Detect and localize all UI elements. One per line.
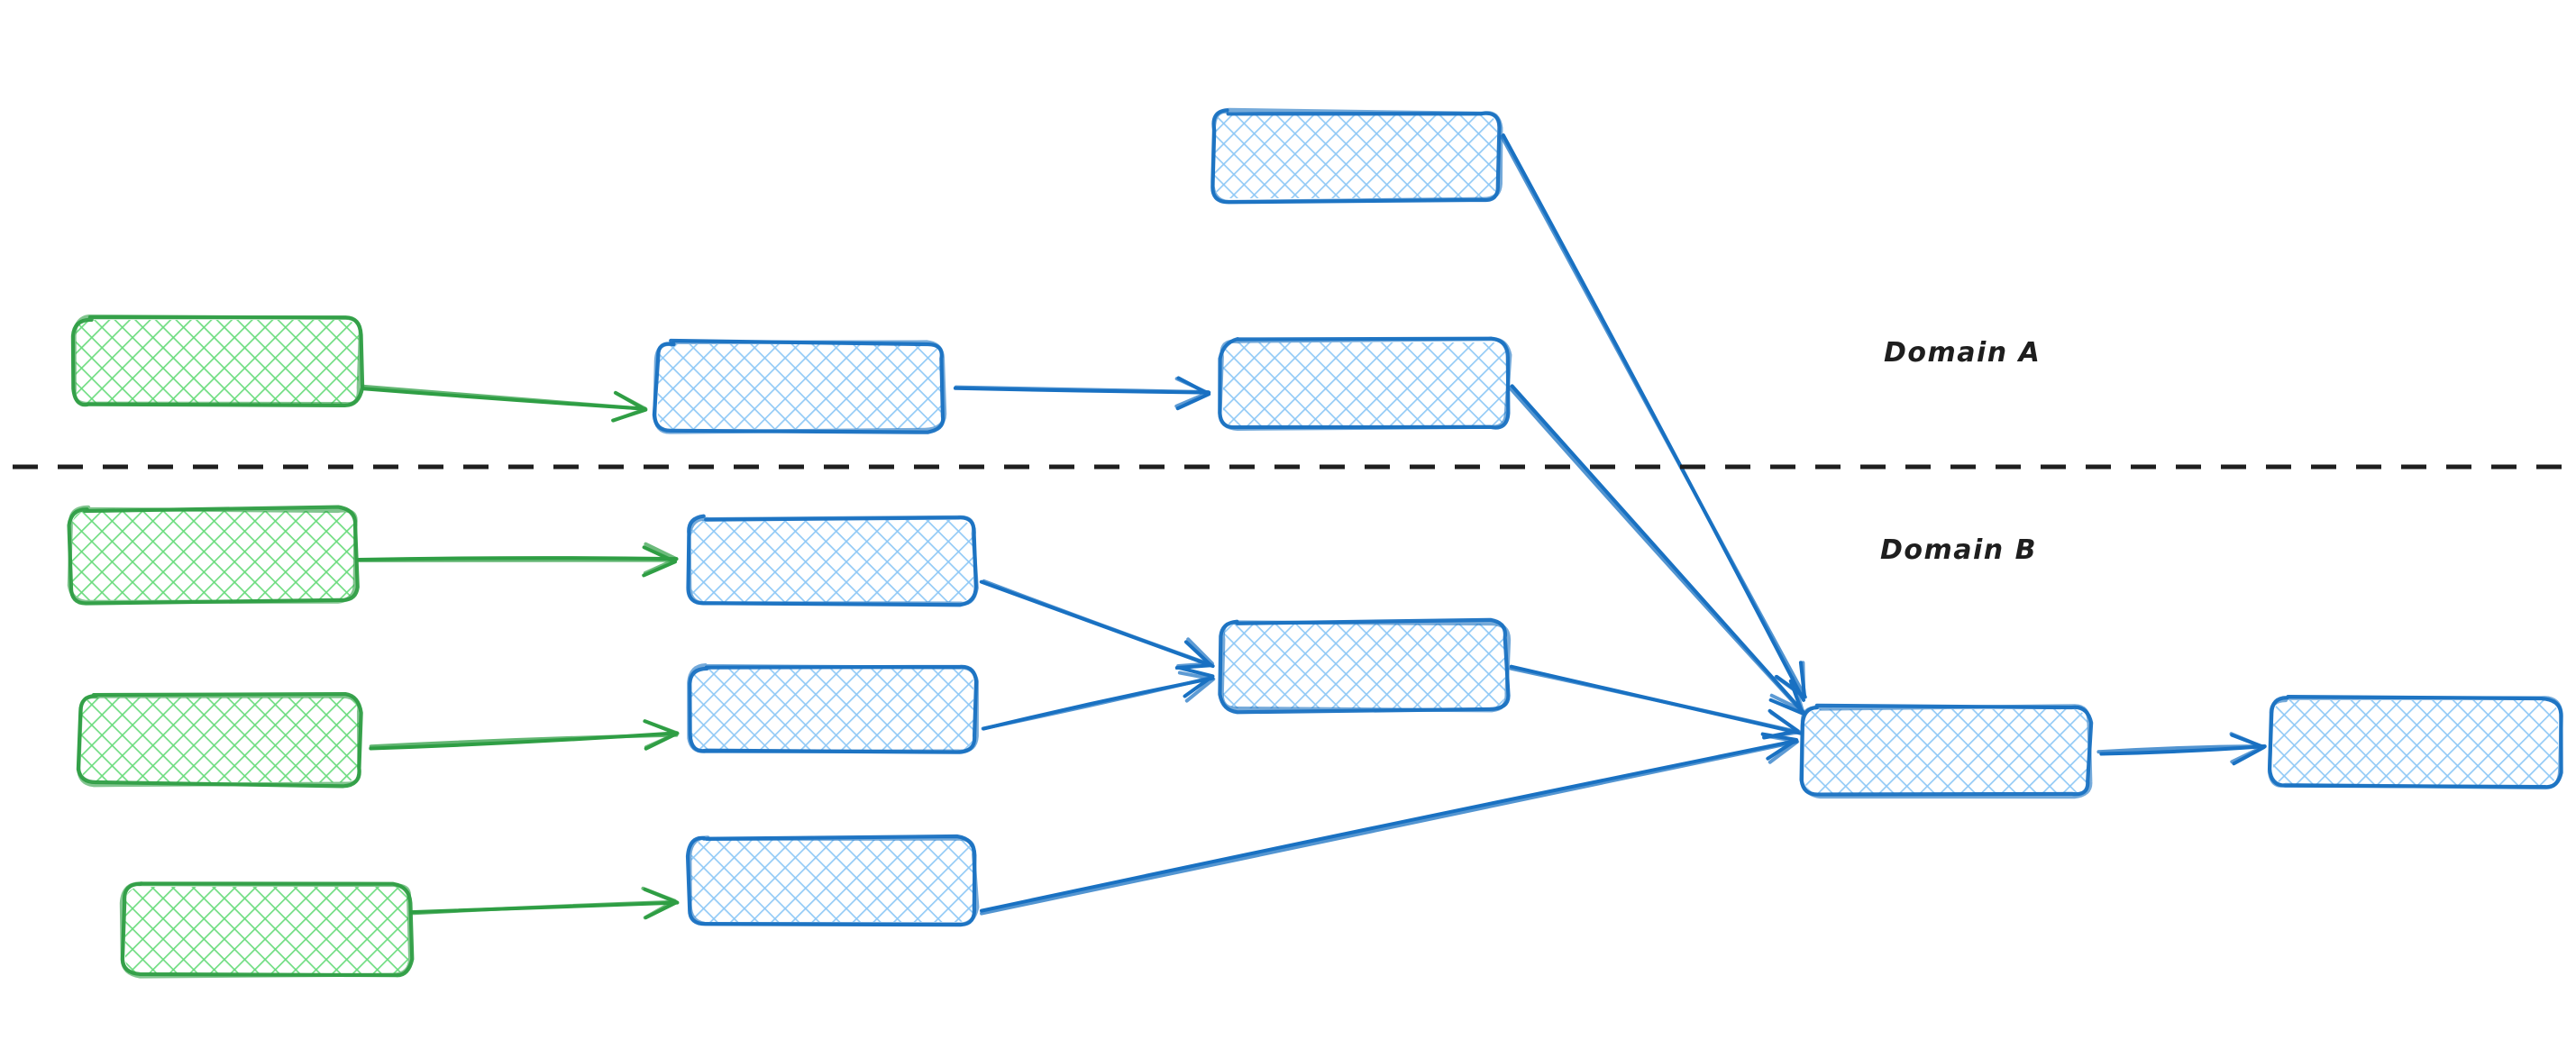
node-fill	[1804, 709, 2087, 794]
edge-line	[981, 675, 1214, 731]
arrowhead	[1768, 679, 1804, 716]
arrowhead	[1174, 377, 1210, 408]
node-outline	[72, 314, 362, 406]
arrowhead	[1761, 733, 1800, 764]
node-b9[interactable]	[2267, 695, 2563, 790]
edges-layer	[357, 133, 2267, 920]
domain-a-label: Domain A	[1884, 337, 2042, 369]
edge-g3-to-b3[interactable]	[369, 719, 680, 751]
arrowhead	[1176, 637, 1214, 668]
node-fill	[81, 698, 359, 782]
node-outline	[1210, 107, 1503, 205]
node-fill	[691, 840, 973, 922]
edge-line	[369, 733, 679, 749]
arrowhead	[643, 542, 679, 575]
node-outline	[119, 881, 413, 979]
node-b3[interactable]	[687, 663, 979, 754]
edge-g4-to-b4[interactable]	[409, 886, 680, 920]
node-b1[interactable]	[652, 338, 947, 434]
node-outline	[1218, 337, 1512, 431]
node-fill	[2273, 700, 2558, 785]
edge-line	[361, 384, 647, 411]
node-g2[interactable]	[67, 505, 360, 606]
edge-g1-to-b1[interactable]	[361, 384, 648, 423]
node-outline	[687, 663, 979, 754]
edge-b5-to-b8[interactable]	[1500, 133, 1807, 702]
node-outline	[687, 515, 979, 606]
edge-b1-to-b6[interactable]	[953, 376, 1211, 411]
nodes-layer	[67, 107, 2563, 979]
edge-line	[980, 740, 1799, 916]
node-fill	[1223, 342, 1506, 427]
arrowhead	[1769, 676, 1804, 713]
node-fill	[691, 520, 973, 602]
edge-line	[1509, 666, 1800, 734]
node-outline	[653, 340, 947, 434]
edge-b4-to-b8[interactable]	[980, 732, 1800, 916]
node-outline	[1799, 704, 2093, 799]
node-fill	[1214, 114, 1497, 198]
node-g1[interactable]	[70, 314, 365, 407]
edge-line	[1500, 134, 1807, 699]
node-b5[interactable]	[1210, 107, 1503, 205]
edge-line	[1507, 385, 1804, 713]
arrowhead	[641, 886, 677, 920]
node-b4[interactable]	[685, 834, 980, 927]
arrowhead	[1177, 670, 1216, 703]
edge-line	[980, 739, 1798, 913]
node-b8[interactable]	[1799, 703, 2094, 799]
domain-b-label: Domain B	[1880, 534, 2037, 566]
edge-b3-to-b7[interactable]	[981, 666, 1216, 731]
node-fill	[72, 511, 354, 600]
node-outline	[688, 835, 980, 926]
node-g3[interactable]	[76, 692, 363, 789]
node-fill	[76, 320, 359, 404]
arrowhead	[611, 390, 648, 423]
edge-b6-to-b8[interactable]	[1507, 384, 1806, 716]
edge-line	[982, 579, 1213, 667]
node-g4[interactable]	[119, 881, 415, 979]
node-fill	[691, 669, 973, 751]
edge-g2-to-b2[interactable]	[357, 542, 679, 578]
node-outline	[2267, 696, 2563, 790]
arrowhead	[1774, 661, 1806, 699]
arrowhead	[644, 719, 680, 750]
edge-line	[954, 385, 1210, 395]
arrowhead	[1177, 666, 1215, 698]
edge-b8-to-b9[interactable]	[2096, 732, 2267, 766]
edge-b7-to-b8[interactable]	[1509, 664, 1803, 740]
node-b7[interactable]	[1218, 617, 1512, 715]
node-outline	[67, 505, 358, 604]
node-outline	[77, 694, 361, 788]
arrowhead	[2229, 732, 2265, 764]
node-fill	[1223, 624, 1505, 708]
edge-line	[409, 899, 677, 916]
node-outline	[1219, 620, 1512, 713]
node-fill	[125, 887, 408, 973]
edge-b2-to-b7[interactable]	[979, 579, 1215, 670]
node-b6[interactable]	[1218, 336, 1512, 431]
node-fill	[658, 344, 941, 429]
edge-line	[2096, 744, 2267, 754]
node-b2[interactable]	[686, 514, 979, 607]
